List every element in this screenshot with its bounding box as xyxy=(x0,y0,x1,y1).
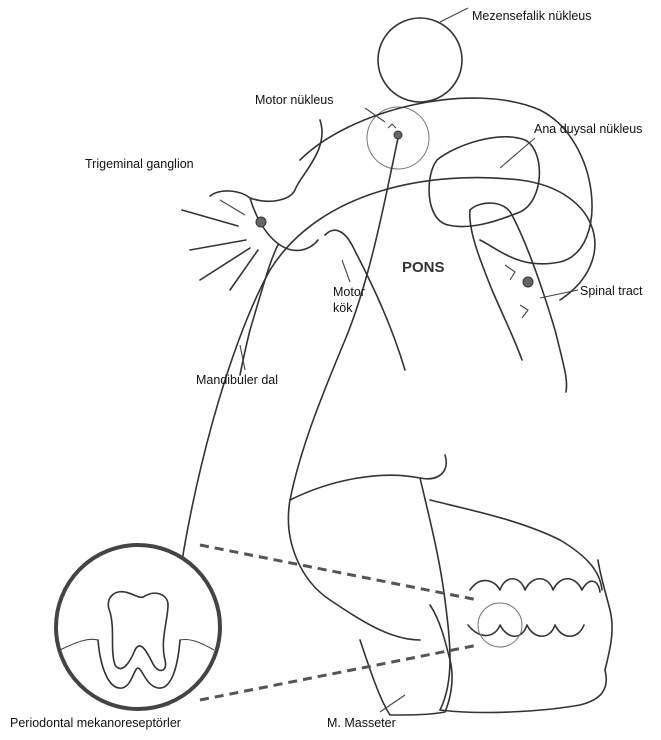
mandibular-branch xyxy=(240,245,278,375)
main-sensory-nucleus xyxy=(429,137,539,227)
ganglion-root-4 xyxy=(230,250,258,290)
leader-spinal-tract xyxy=(540,290,578,298)
label-motor-root-2: kök xyxy=(333,301,353,315)
ganglion-root-3 xyxy=(200,248,250,280)
label-pons: PONS xyxy=(402,259,445,276)
zoom-line-bottom xyxy=(200,645,478,700)
leader-motor-nucleus xyxy=(365,108,385,122)
ganglion-root-1 xyxy=(182,210,238,226)
motor-nucleus-marker xyxy=(388,124,396,128)
chin xyxy=(598,560,612,670)
label-trigeminal-ganglion: Trigeminal ganglion xyxy=(85,157,194,171)
maxilla xyxy=(430,500,602,590)
spinal-tract-column-left xyxy=(470,210,522,360)
leader-main-sensory xyxy=(500,138,535,168)
leader-ganglion xyxy=(220,200,245,215)
label-masseter: M. Masseter xyxy=(327,716,396,730)
leader-mesencephalic xyxy=(440,8,468,22)
spinal-branch-1 xyxy=(505,265,515,280)
motor-root xyxy=(288,138,420,640)
label-main-sensory: Ana duysal nükleus xyxy=(534,122,642,136)
upper-teeth xyxy=(470,579,600,592)
label-motor-root-1: Motor xyxy=(333,285,365,299)
masseter-muscle xyxy=(360,605,452,715)
zoom-circle xyxy=(56,545,220,709)
lower-teeth xyxy=(468,625,584,636)
zoom-line-top xyxy=(200,545,478,600)
ganglion-root-2 xyxy=(190,240,246,250)
mesencephalic-nucleus xyxy=(378,18,462,102)
label-motor-nucleus: Motor nükleus xyxy=(255,93,334,107)
spinal-nucleus-dot xyxy=(523,277,533,287)
mandible-body xyxy=(440,670,606,712)
ganglion-cell-dot xyxy=(256,217,266,227)
spinal-branch-2 xyxy=(520,305,528,318)
label-mandibular-branch: Mandibuler dal xyxy=(196,373,278,387)
label-spinal-tract: Spinal tract xyxy=(580,284,643,298)
mandible-ramus xyxy=(420,478,450,710)
label-periodontal: Periodontal mekanoreseptörler xyxy=(10,716,181,730)
spinal-tract-column xyxy=(470,203,567,392)
motor-nucleus-dot xyxy=(394,131,402,139)
leader-motor-root xyxy=(342,260,350,282)
label-mesencephalic: Mezensefalik nükleus xyxy=(472,9,592,23)
